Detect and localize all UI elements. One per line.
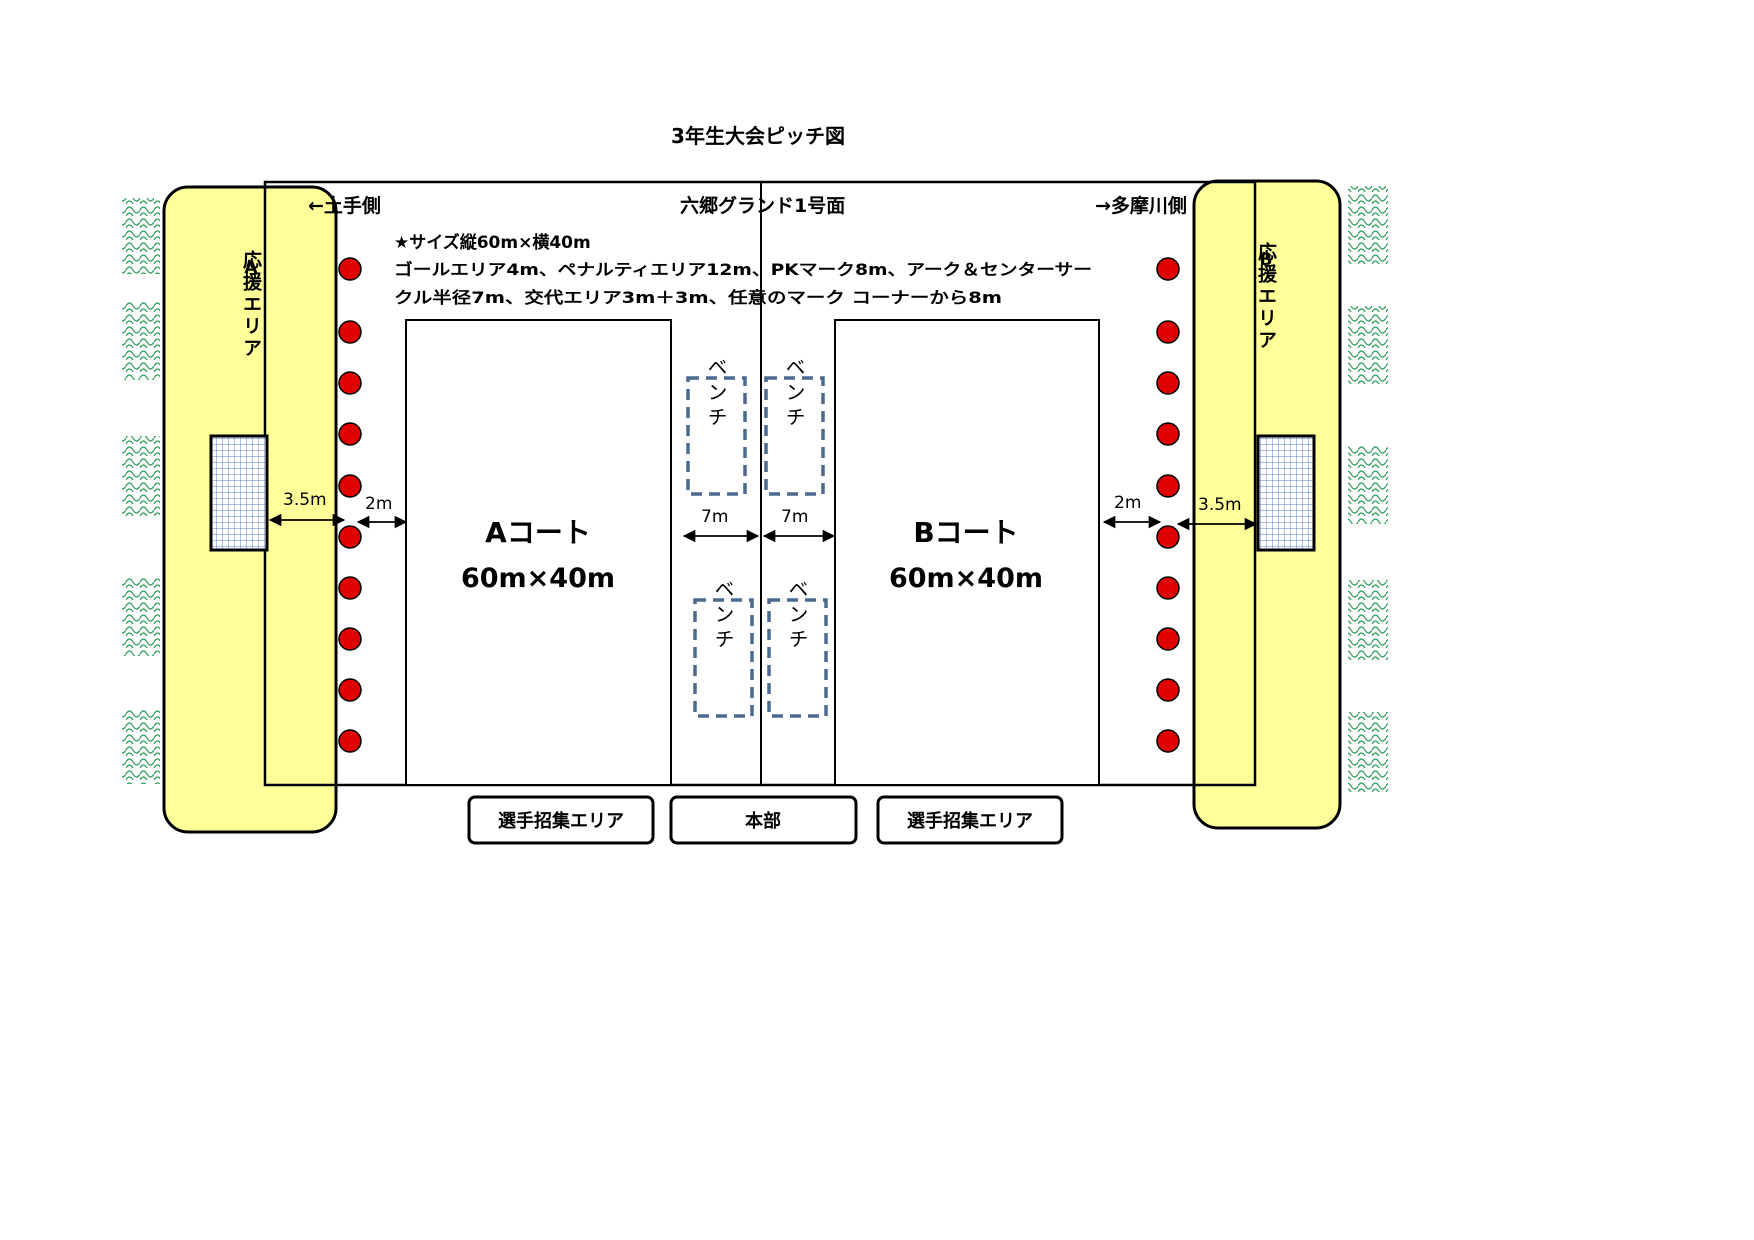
goal-right [1256,434,1316,552]
headquarters-label: 本部 [745,810,781,832]
right-side-label: →多摩川側 [1095,194,1187,217]
bench-label: ベンチ [785,579,809,654]
ground-label: 六郷グランド1号面 [680,194,845,217]
headquarters-box [669,795,858,845]
marker [338,525,362,549]
support-area-b-letter: B [1260,250,1273,270]
dim-label-left-2m: 2m [365,494,392,514]
marker [338,729,362,753]
marker [338,678,362,702]
court-a-size: 60m×40m [461,563,615,594]
info-line-1: ★サイズ縦60m×横40m [394,232,591,253]
court-b-name: Bコート [913,516,1018,549]
recruit-area-box-left [467,795,655,845]
marker [1156,576,1180,600]
bench-label: ベンチ [711,579,735,654]
benches: ベンチ ベンチ ベンチ ベンチ [686,357,828,718]
bench-box [686,376,747,496]
marker [338,422,362,446]
hedges-right [1348,186,1388,794]
dimension-arrows [268,513,1258,543]
hedges-left [122,198,160,784]
court-a [405,319,672,786]
marker [1156,678,1180,702]
marker [1156,257,1180,281]
marker [1156,320,1180,344]
marker [1156,729,1180,753]
court-a-name: Aコート [485,516,591,549]
marker [1156,371,1180,395]
marker [1156,422,1180,446]
markers-right [1156,257,1180,753]
recruit-area-label-right: 選手招集エリア [907,810,1033,832]
support-area-b-label: 応援エリア [1255,241,1277,352]
court-b [834,319,1100,786]
dim-label-right-3-5m: 3.5m [1198,495,1242,515]
dim-label-left-3-5m: 3.5m [283,490,327,510]
info-line-3: クル半径7m、交代エリア3m＋3m、任意のマーク コーナーから8m [394,288,1002,307]
marker [338,257,362,281]
marker [338,576,362,600]
recruit-area-label-left: 選手招集エリア [498,810,624,832]
recruit-area-box-right [876,795,1064,845]
support-area-a-label: 応援エリア [240,249,262,360]
marker [1156,474,1180,498]
dim-label-court-a-7m: 7m [701,507,728,527]
info-line-2: ゴールエリア4m、ペナルティエリア12m、PKマーク8m、アーク＆センターサー [394,260,1092,279]
bench-box [764,376,825,496]
left-side-label: ←土手側 [308,194,381,217]
marker [338,627,362,651]
marker [338,474,362,498]
marker [338,320,362,344]
marker [1156,627,1180,651]
bench-box [693,598,754,718]
court-b-size: 60m×40m [889,563,1043,594]
bench-label: ベンチ [782,357,806,432]
bench-box [767,598,828,718]
markers-left [338,257,362,753]
page-title: 3年生大会ピッチ図 [671,124,845,148]
goal-left [209,434,269,552]
dim-label-court-b-7m: 7m [781,507,808,527]
dim-label-right-2m: 2m [1114,493,1141,513]
bench-label: ベンチ [704,357,728,432]
support-area-a-letter: A [244,258,258,278]
marker [1156,525,1180,549]
marker [338,371,362,395]
